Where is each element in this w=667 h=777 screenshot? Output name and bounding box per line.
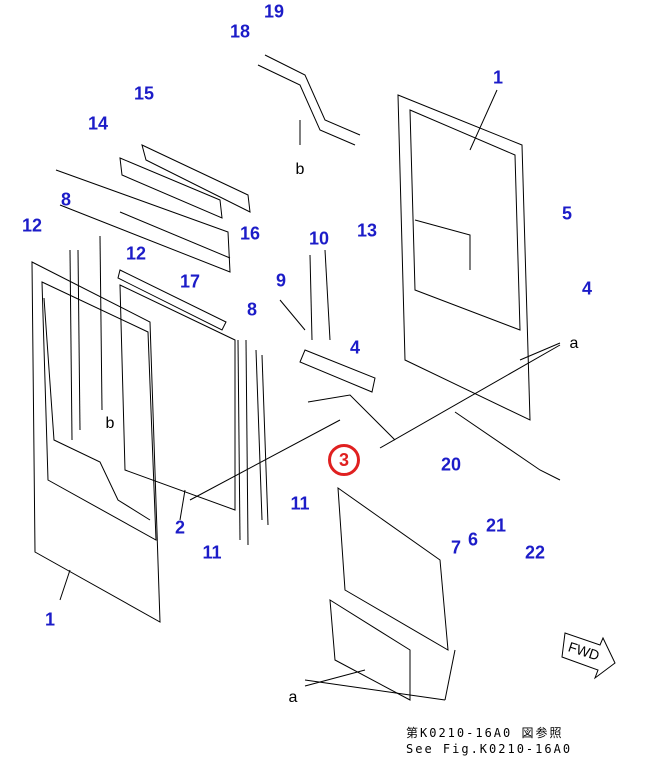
callout-12: 12 bbox=[21, 215, 43, 236]
callout-15: 15 bbox=[133, 83, 155, 104]
callout-8b: 8 bbox=[246, 299, 258, 320]
callout-19: 19 bbox=[263, 1, 285, 22]
callout-2: 2 bbox=[174, 517, 186, 538]
callout-10: 10 bbox=[308, 228, 330, 249]
callout-17: 17 bbox=[179, 271, 201, 292]
callout-21: 21 bbox=[485, 515, 507, 536]
callout-16: 16 bbox=[239, 223, 261, 244]
callout-6: 6 bbox=[467, 529, 479, 550]
callout-11b: 11 bbox=[202, 542, 222, 563]
ref-a-right: a bbox=[569, 335, 579, 352]
callout-4: 4 bbox=[581, 278, 593, 299]
callout-14: 14 bbox=[87, 113, 109, 134]
fwd-arrow-icon bbox=[561, 632, 616, 680]
ref-a-bottom: a bbox=[288, 689, 298, 706]
door-window-frame bbox=[41, 281, 157, 541]
callout-8: 8 bbox=[60, 189, 72, 210]
ref-b-top: b bbox=[295, 161, 305, 178]
callout-13: 13 bbox=[356, 220, 378, 241]
callout-1: 1 bbox=[492, 67, 504, 88]
callout-20: 20 bbox=[440, 454, 462, 475]
callout-22: 22 bbox=[524, 542, 546, 563]
callout-7: 7 bbox=[450, 537, 462, 558]
callout-18: 18 bbox=[229, 21, 251, 42]
callout-4b: 4 bbox=[349, 337, 361, 358]
callout-11: 11 bbox=[290, 493, 310, 514]
note-japanese: 第K0210-16A0 図参照 bbox=[406, 726, 564, 740]
callout-12b: 12 bbox=[125, 243, 147, 264]
door-panel-left bbox=[31, 261, 161, 623]
note-english: See Fig.K0210-16A0 bbox=[406, 742, 573, 756]
glass bbox=[119, 284, 236, 511]
callout-1b: 1 bbox=[44, 609, 56, 630]
callout-5: 5 bbox=[561, 203, 573, 224]
ref-b-left: b bbox=[105, 415, 115, 432]
callout-9: 9 bbox=[275, 270, 287, 291]
highlighted-callout-3[interactable]: 3 bbox=[328, 444, 360, 476]
door-frame-right bbox=[397, 94, 531, 421]
